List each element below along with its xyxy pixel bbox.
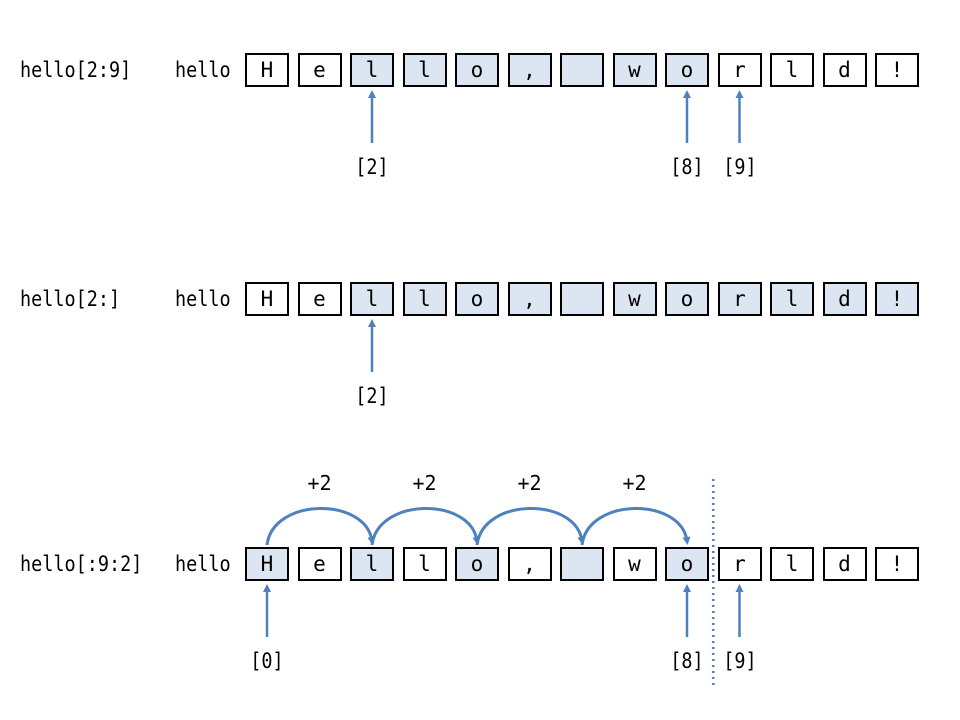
- slice-expression: hello[2:9]: [20, 58, 132, 82]
- step-arc-arrow: [265, 507, 376, 546]
- step-label: +2: [307, 471, 332, 495]
- char-cell: l: [402, 282, 447, 316]
- index-label: [8]: [670, 155, 704, 179]
- char-cell: e: [297, 53, 342, 87]
- char-cell: l: [770, 547, 814, 581]
- char-cell: ,: [507, 547, 552, 581]
- char-cell: l: [770, 53, 814, 87]
- step-arc-arrow: [475, 507, 586, 546]
- step-label: +2: [622, 471, 647, 495]
- char-cell: w: [612, 547, 657, 581]
- step-arc-arrow: [370, 507, 481, 546]
- variable-name: hello: [175, 58, 231, 82]
- variable-name: hello: [175, 552, 231, 576]
- index-label: [9]: [722, 155, 757, 179]
- char-cell: d: [822, 53, 867, 87]
- char-cell: H: [245, 547, 289, 581]
- char-cell: r: [717, 282, 762, 316]
- variable-name: hello: [175, 287, 231, 311]
- char-cell: r: [717, 547, 762, 581]
- char-cell: o: [455, 547, 499, 581]
- char-cell: [560, 547, 604, 581]
- char-cell: l: [402, 53, 447, 87]
- char-cell: l: [350, 53, 394, 87]
- char-cell: o: [455, 53, 499, 87]
- char-cell: !: [875, 282, 919, 316]
- char-cell: l: [350, 282, 394, 316]
- step-arc-arrow: [580, 507, 691, 546]
- index-label: [2]: [355, 155, 389, 179]
- char-cell: r: [717, 53, 762, 87]
- char-cell: ,: [507, 282, 552, 316]
- char-cell: e: [297, 547, 342, 581]
- step-label: +2: [412, 471, 437, 495]
- char-cell: w: [612, 282, 657, 316]
- char-cell: H: [245, 53, 289, 87]
- index-label: [9]: [722, 649, 757, 673]
- char-cell: d: [822, 547, 867, 581]
- char-cell: l: [770, 282, 814, 316]
- char-cell: o: [665, 53, 709, 87]
- index-label: [0]: [250, 649, 284, 673]
- char-cell: !: [875, 547, 919, 581]
- char-cell: o: [665, 547, 709, 581]
- char-cell: ,: [507, 53, 552, 87]
- slice-expression: hello[2:]: [20, 287, 121, 311]
- step-label: +2: [517, 471, 542, 495]
- char-cell: [560, 282, 604, 316]
- char-cell: l: [402, 547, 447, 581]
- slice-expression: hello[:9:2]: [20, 552, 143, 576]
- char-cell: o: [665, 282, 709, 316]
- char-cell: d: [822, 282, 867, 316]
- char-cell: w: [612, 53, 657, 87]
- char-cell: [560, 53, 604, 87]
- char-cell: o: [455, 282, 499, 316]
- index-label: [2]: [355, 384, 389, 408]
- char-cell: !: [875, 53, 919, 87]
- char-cell: e: [297, 282, 342, 316]
- char-cell: H: [245, 282, 289, 316]
- char-cell: l: [350, 547, 394, 581]
- index-label: [8]: [670, 649, 704, 673]
